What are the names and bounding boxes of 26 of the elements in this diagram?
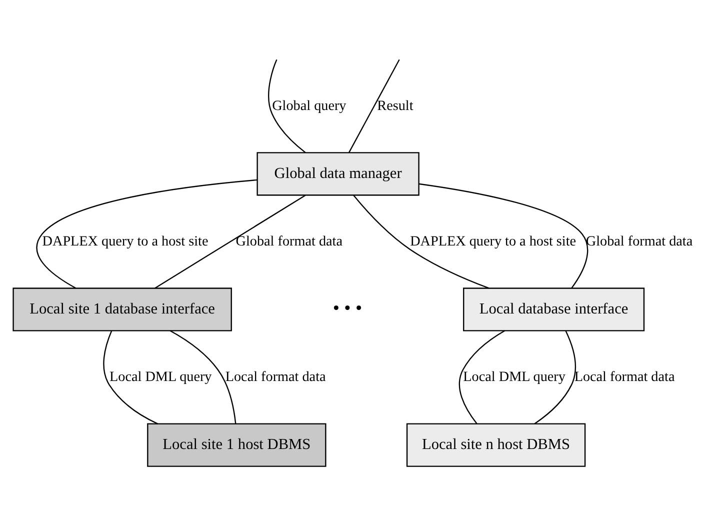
edge-label: Global format data [236,232,342,249]
edge-label: Local DML query [463,368,566,384]
edge-label: DAPLEX query to a host site [42,232,208,249]
connector [170,330,236,424]
connector [268,58,306,153]
node-box: Local site 1 host DBMS [147,422,326,466]
connector [103,330,158,424]
connector [418,182,588,288]
edge-label: Local DML query [110,368,212,384]
connector [534,330,576,424]
node-box: Global data manager [256,152,420,196]
label: • • • [332,297,362,318]
edge-label: Local format data [574,368,675,384]
node-box: Local site n host DBMS [406,422,586,466]
node-box: Local database interface [463,287,645,331]
edge-label: Global query [272,97,346,114]
connector [36,178,258,288]
connector [353,194,490,288]
edge-label: Local format data [225,368,326,384]
node-box: Local site 1 database interface [12,287,232,331]
edge-label: DAPLEX query to a host site [410,232,576,249]
connector [154,194,306,288]
connector [458,330,505,424]
edge-label: Result [377,97,414,114]
edge-label: Global format data [586,232,693,249]
connector [348,58,400,152]
